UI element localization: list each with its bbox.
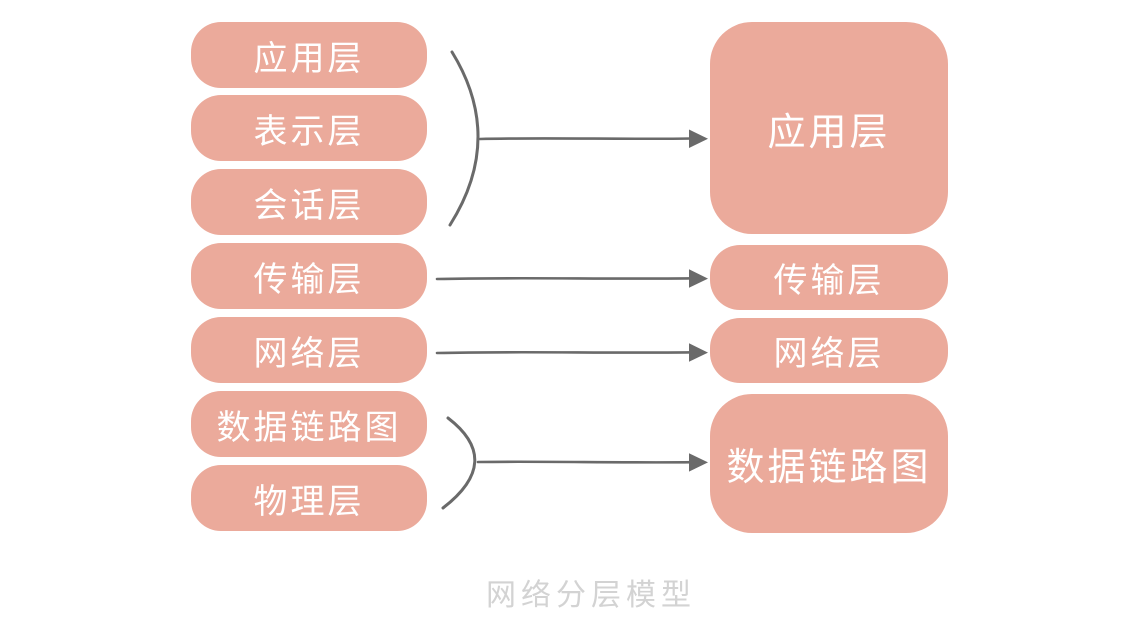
arrow-datalink-head — [689, 453, 708, 472]
condensed-layer-network: 网络层 — [710, 318, 948, 383]
condensed-layer-datalink: 数据链路图 — [710, 394, 948, 533]
arrow-application-line — [478, 137, 694, 141]
osi-layer-presentation: 表示层 — [191, 95, 427, 161]
arrow-application-head — [689, 129, 708, 148]
condensed-layer-application: 应用层 — [710, 22, 948, 234]
arrow-network-line — [435, 350, 694, 355]
arrow-network-head — [689, 343, 708, 362]
brace-bottom — [441, 416, 477, 510]
brace-top — [448, 50, 480, 227]
arrow-transport-head — [689, 269, 708, 288]
osi-layer-datalink: 数据链路图 — [191, 391, 427, 457]
osi-layer-network: 网络层 — [191, 317, 427, 383]
osi-layer-application: 应用层 — [191, 22, 427, 88]
arrow-datalink-line — [476, 460, 694, 464]
osi-layer-session: 会话层 — [191, 169, 427, 235]
arrow-transport-line — [435, 276, 694, 281]
diagram-caption: 网络分层模型 — [486, 579, 696, 612]
osi-layer-transport: 传输层 — [191, 243, 427, 309]
condensed-layer-transport: 传输层 — [710, 245, 948, 310]
osi-layer-physical: 物理层 — [191, 465, 427, 531]
